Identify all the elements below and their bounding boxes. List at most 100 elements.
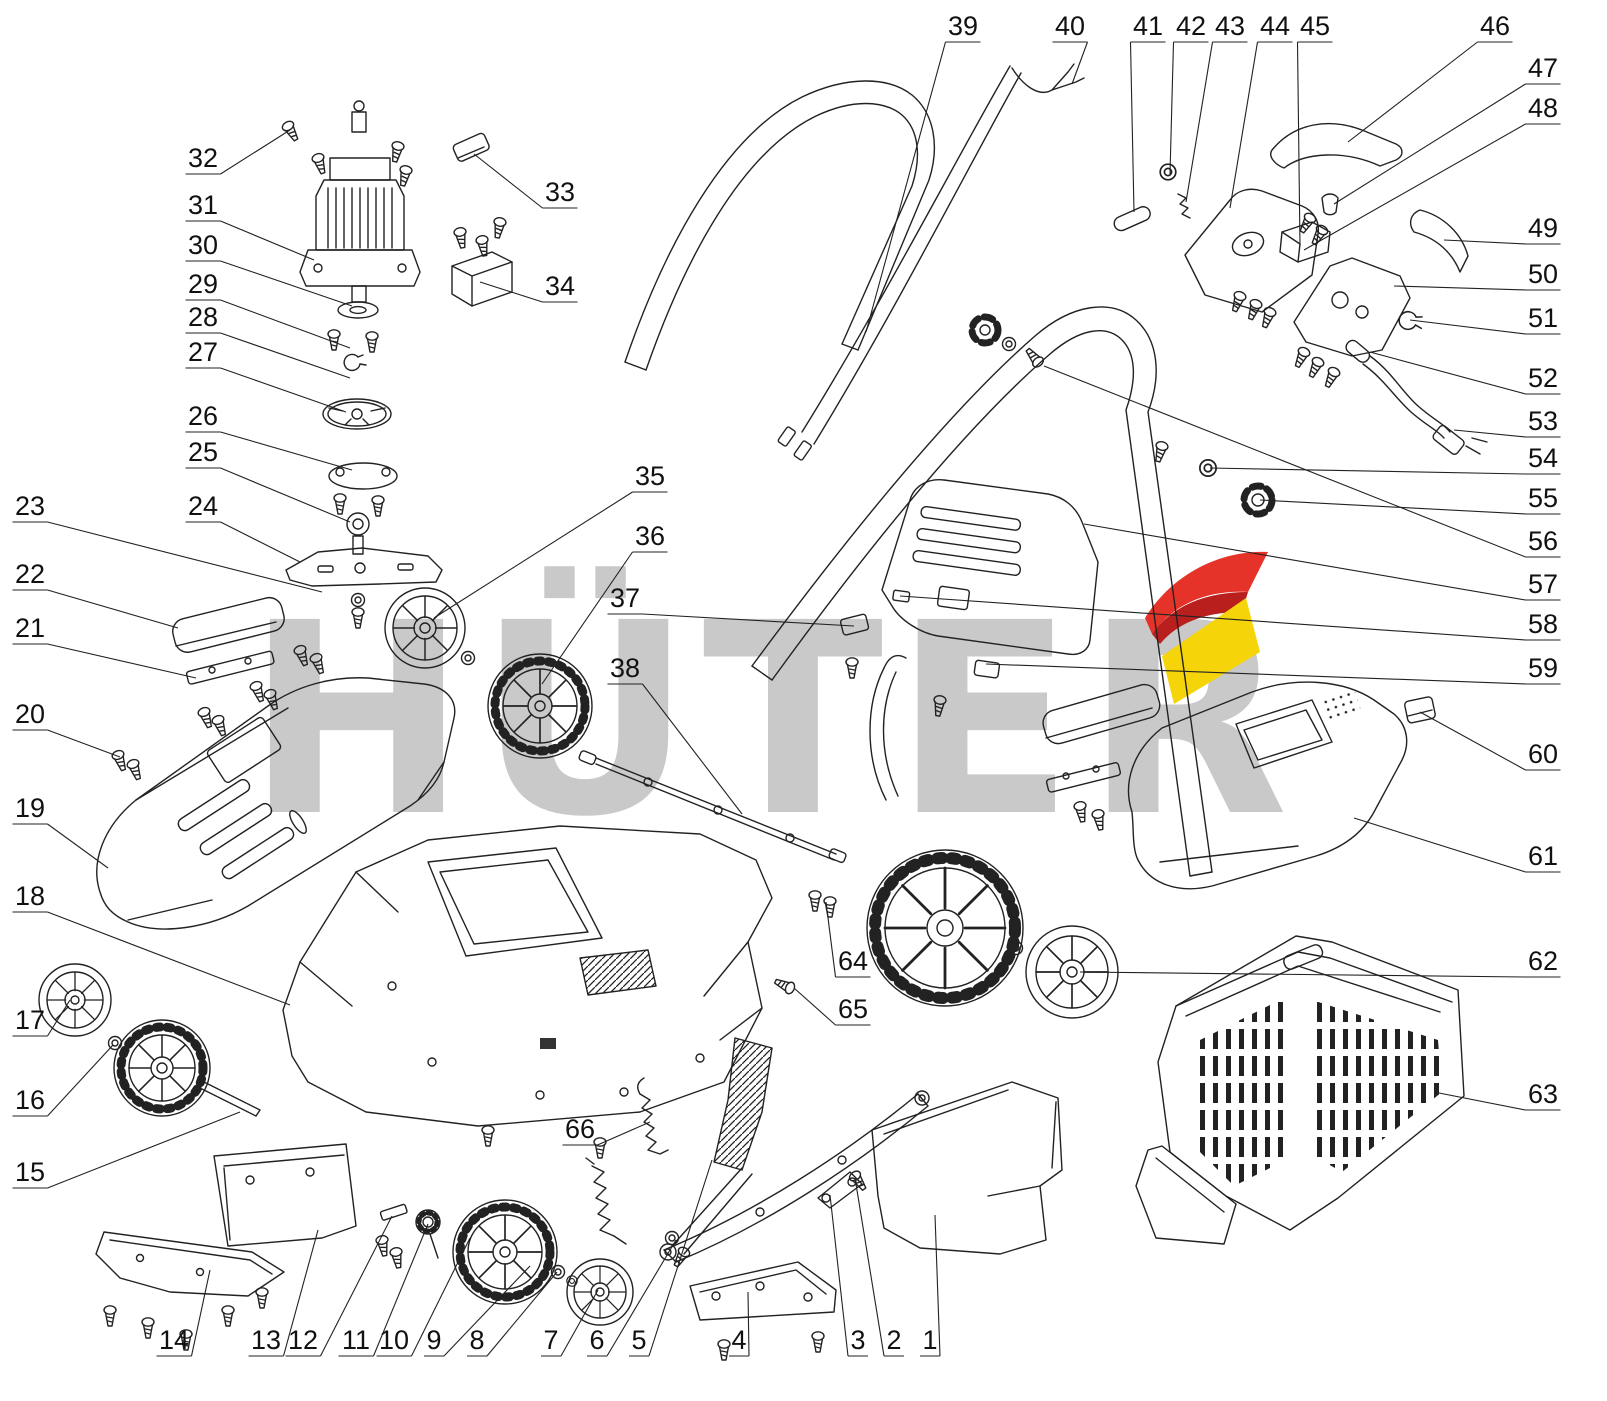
part-number-66: 66 (565, 1114, 595, 1144)
callout-8: 8 (467, 1271, 558, 1357)
leader-line (793, 987, 836, 1026)
leader-line (1071, 41, 1089, 85)
part-number-34: 34 (545, 271, 575, 301)
part-number-20: 20 (15, 699, 45, 729)
leader-line (1209, 467, 1526, 475)
leader-line (479, 281, 543, 303)
leader-line (220, 129, 291, 175)
motor-assembly-drawing (299, 100, 421, 555)
leader-line (47, 823, 109, 869)
part-number-13: 13 (251, 1325, 281, 1355)
callout-22: 22 (12, 559, 179, 629)
leader-line (220, 367, 347, 413)
callout-5: 5 (629, 1159, 713, 1357)
part-number-23: 23 (15, 491, 45, 521)
part-number-58: 58 (1528, 609, 1558, 639)
leader-line (642, 613, 855, 627)
leader-line (220, 332, 351, 379)
leader-line (597, 1121, 651, 1146)
leader-line (1043, 365, 1526, 558)
part-number-10: 10 (379, 1325, 409, 1355)
leader-line (1129, 41, 1135, 213)
leader-line (47, 729, 121, 758)
callout-62: 62 (1079, 946, 1561, 978)
part-number-51: 51 (1528, 303, 1558, 333)
callout-32: 32 (185, 129, 291, 175)
part-number-60: 60 (1528, 739, 1558, 769)
callout-59: 59 (985, 653, 1561, 685)
part-number-21: 21 (15, 613, 45, 643)
front-bottom-wheels-drawing (452, 1199, 692, 1326)
cord-set-drawing (1291, 257, 1488, 455)
callout-25: 25 (185, 437, 351, 523)
leader-line (560, 1289, 599, 1357)
part-number-59: 59 (1528, 653, 1558, 683)
callout-31: 31 (185, 190, 315, 261)
part-number-24: 24 (188, 491, 218, 521)
callout-21: 21 (12, 613, 197, 679)
part-number-42: 42 (1176, 11, 1206, 41)
callout-28: 28 (185, 302, 351, 379)
part-number-41: 41 (1133, 11, 1163, 41)
leader-line (825, 901, 837, 978)
callout-61: 61 (1353, 817, 1561, 873)
link-rod-drawing (578, 654, 907, 864)
part-number-15: 15 (15, 1157, 45, 1187)
part-number-39: 39 (948, 11, 978, 41)
callout-37: 37 (607, 583, 855, 627)
callout-6: 6 (587, 1239, 677, 1357)
brand-logo-darkred-icon (1152, 592, 1248, 644)
part-number-17: 17 (15, 1005, 45, 1035)
leader-line (47, 589, 179, 629)
callout-10: 10 (376, 1237, 471, 1357)
part-number-35: 35 (635, 461, 665, 491)
part-number-12: 12 (288, 1325, 318, 1355)
part-number-8: 8 (469, 1325, 484, 1355)
leader-line (985, 663, 1526, 685)
callout-50: 50 (1393, 259, 1561, 291)
callout-43: 43 (1185, 11, 1248, 203)
blade-drawing (285, 547, 443, 629)
leader-line (1443, 239, 1526, 245)
upper-cover-right-drawing (1127, 681, 1408, 890)
callout-9: 9 (424, 1265, 531, 1357)
callout-47: 47 (1333, 53, 1561, 205)
part-number-36: 36 (635, 521, 665, 551)
callout-52: 52 (1369, 351, 1561, 395)
exploded-drawing (38, 63, 1488, 1361)
callout-27: 27 (185, 337, 347, 413)
leader-line (829, 1194, 849, 1357)
part-number-46: 46 (1480, 11, 1510, 41)
callout-3: 3 (829, 1194, 868, 1357)
leader-line (899, 595, 1526, 641)
leader-line (934, 1214, 941, 1357)
part-number-29: 29 (188, 269, 218, 299)
right-trim-parts-drawing (1042, 683, 1436, 832)
leader-line (1393, 285, 1526, 291)
leader-line (1347, 41, 1478, 143)
leader-line (1185, 41, 1214, 203)
part-number-7: 7 (543, 1325, 558, 1355)
leader-line (411, 1237, 471, 1357)
callout-51: 51 (1409, 303, 1561, 335)
callout-63: 63 (1433, 1079, 1561, 1111)
callout-44: 44 (1229, 11, 1293, 209)
small-drive-parts-drawing (374, 1203, 441, 1270)
callout-41: 41 (1129, 11, 1166, 213)
part-number-57: 57 (1528, 569, 1558, 599)
brand-logo-red-icon (1145, 551, 1268, 634)
callout-64: 64 (825, 901, 871, 978)
part-number-1: 1 (922, 1325, 937, 1355)
leader-line (433, 491, 633, 619)
part-number-33: 33 (545, 177, 575, 207)
leader-line (1079, 971, 1526, 978)
bottom-plates-drawing (95, 1143, 357, 1351)
callout-23: 23 (12, 491, 323, 593)
leader-line (473, 153, 543, 209)
leader-line (1453, 429, 1526, 438)
callout-2: 2 (854, 1177, 904, 1357)
part-number-28: 28 (188, 302, 218, 332)
part-number-62: 62 (1528, 946, 1558, 976)
upper-cover-left-drawing (96, 677, 456, 930)
